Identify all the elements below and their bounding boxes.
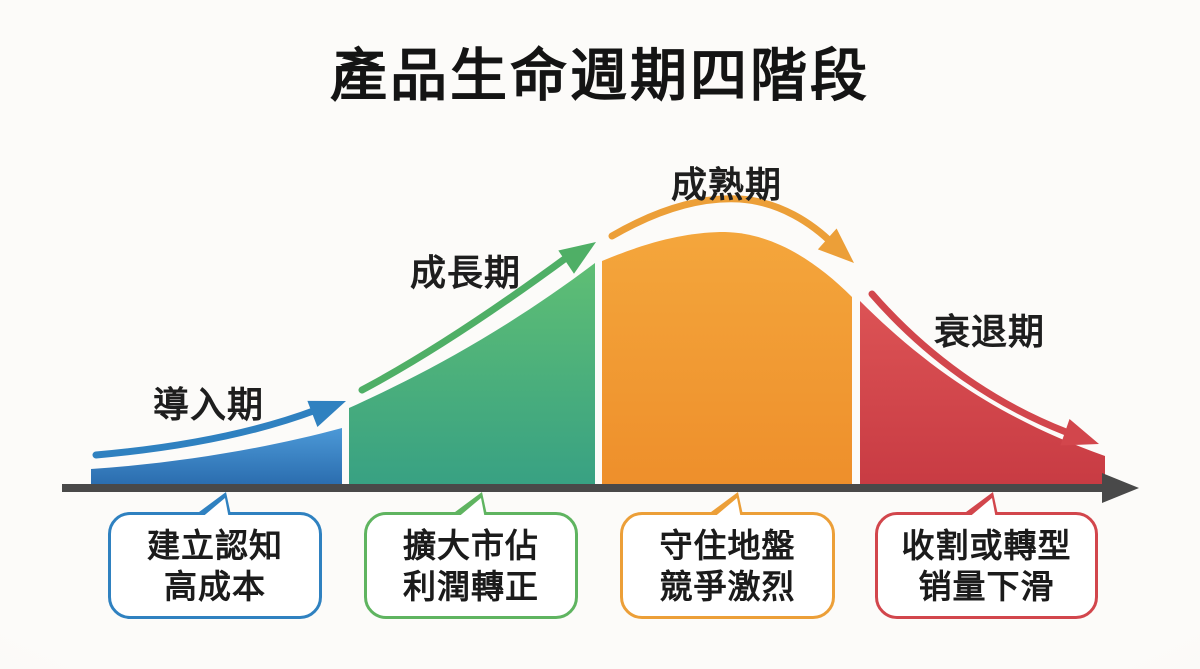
note-bubble-maturity: 守住地盤 競爭激烈 xyxy=(620,492,835,619)
maturity-arrowhead xyxy=(817,228,854,263)
page-title: 產品生命週期四階段 xyxy=(330,45,870,108)
stage-label-maturity: 成熟期 xyxy=(671,164,783,205)
note-bubble-decline: 收割或轉型 销量下滑 xyxy=(875,492,1098,619)
curve-segment-decline xyxy=(860,301,1105,486)
growth-arrow xyxy=(358,242,596,394)
bubble-tail-icon xyxy=(962,492,998,519)
note-bubble-introduction: 建立認知 高成本 xyxy=(108,492,322,619)
axis-arrowhead-icon xyxy=(1102,473,1139,503)
axis-line xyxy=(62,484,1108,492)
bubble-tail-icon xyxy=(195,492,231,519)
curve-segment-introduction xyxy=(91,428,342,486)
stage-label-growth: 成長期 xyxy=(410,252,522,293)
introduction-arrowhead xyxy=(307,400,346,427)
note-line: 擴大市佔 xyxy=(403,526,539,564)
note-line: 销量下滑 xyxy=(918,567,1055,605)
decline-arrowhead xyxy=(1060,419,1099,446)
time-axis xyxy=(62,473,1139,503)
note-line: 競爭激烈 xyxy=(659,567,796,605)
note-bubble-growth: 擴大市佔 利潤轉正 xyxy=(364,492,578,619)
stage-label-introduction: 導入期 xyxy=(153,384,265,425)
maturity-arrow xyxy=(608,195,854,263)
bubble-tail-icon xyxy=(707,492,743,519)
note-line: 守住地盤 xyxy=(659,526,796,564)
decline-arrow xyxy=(868,290,1099,446)
introduction-arrow xyxy=(92,400,346,459)
note-line: 建立認知 xyxy=(147,526,283,564)
bubble-tail-icon xyxy=(451,492,487,519)
note-line: 高成本 xyxy=(164,567,266,605)
growth-arrowhead xyxy=(558,242,596,274)
curve-segment-maturity xyxy=(602,232,852,486)
stage-label-decline: 衰退期 xyxy=(934,311,1046,352)
note-line: 收割或轉型 xyxy=(901,526,1072,564)
curve-segment-growth xyxy=(349,263,595,486)
note-line: 利潤轉正 xyxy=(403,567,539,605)
